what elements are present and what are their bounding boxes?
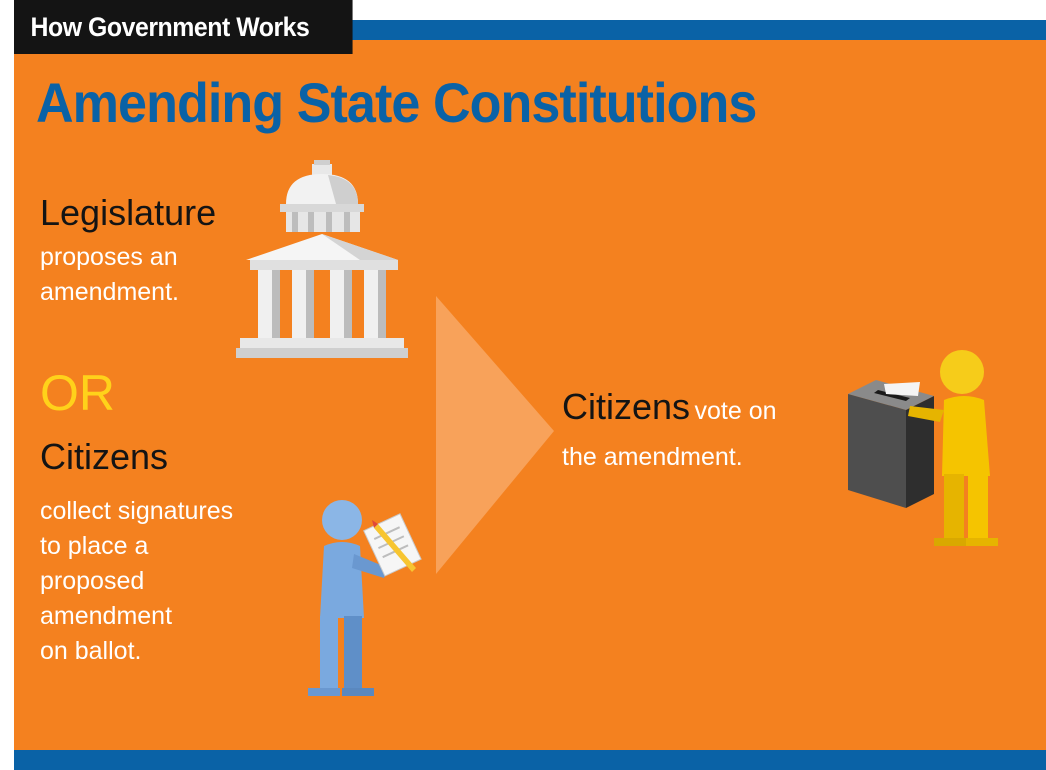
arrow-right-icon — [436, 296, 554, 574]
outcome-action-line1: vote on — [694, 397, 777, 425]
citizen-petition-icon — [308, 500, 422, 696]
capitol-building-icon — [236, 160, 408, 358]
outcome-line1: Citizens vote on — [562, 386, 777, 428]
legislature-label: Legislature — [40, 192, 217, 233]
outcome-actor: Citizens — [562, 386, 691, 427]
legislature-action: proposes an amendment. — [40, 243, 179, 306]
citizens-petition-action: collect signatures to place a proposed a… — [40, 497, 234, 665]
citizens-petition-label: Citizens — [40, 436, 169, 477]
or-separator: OR — [40, 365, 115, 421]
outcome-action-line2: the amendment. — [562, 443, 743, 471]
page-title: Amending State Constitutions — [36, 71, 757, 134]
bottom-accent-bar — [14, 750, 1046, 770]
ballot-box-icon — [848, 380, 934, 508]
series-tab: How Government Works — [14, 0, 353, 54]
voter-icon — [908, 350, 998, 546]
